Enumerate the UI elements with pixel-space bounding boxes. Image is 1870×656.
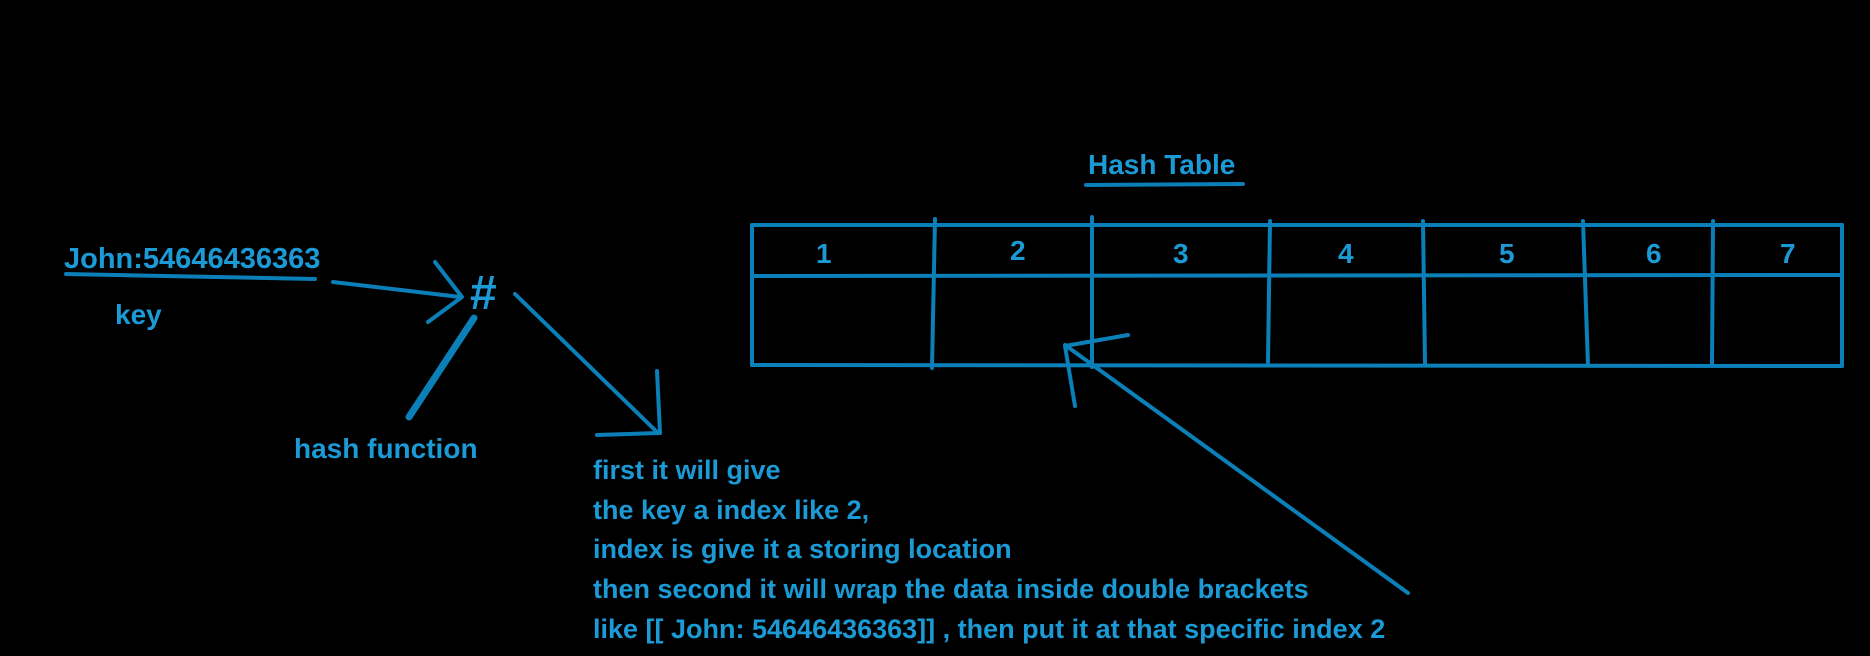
column-divider	[930, 217, 937, 370]
key-underline	[64, 272, 317, 281]
column-divider	[1421, 219, 1427, 366]
table-header-divider	[750, 273, 1844, 278]
arrow-note-to-index-2	[1063, 343, 1410, 595]
arrow-note-to-index-2-head	[1063, 333, 1130, 408]
hash-symbol: #	[470, 267, 497, 320]
column-number: 1	[816, 238, 832, 269]
column-number: 7	[1780, 238, 1796, 269]
note-line: like [[ John: 54646436363]] , then put i…	[593, 614, 1386, 644]
note-line: the key a index like 2,	[593, 495, 870, 525]
column-number: 5	[1499, 238, 1515, 269]
column-number: 2	[1010, 235, 1026, 266]
arrow-key-to-hash	[331, 280, 462, 299]
key-label: key	[115, 299, 162, 330]
key-value-text: John:54646436363	[64, 243, 321, 275]
column-number: 3	[1173, 238, 1189, 269]
hash-table-title: Hash Table	[1088, 149, 1236, 180]
note-line: then second it will wrap the data inside…	[593, 574, 1309, 604]
column-number: 4	[1338, 238, 1354, 269]
hash-function-label: hash function	[294, 433, 478, 464]
column-number: 6	[1646, 238, 1662, 269]
hash-function-pointer	[405, 314, 478, 421]
column-divider	[1266, 219, 1272, 364]
table-bottom-border	[750, 363, 1844, 368]
arrow-hash-to-note	[513, 292, 659, 434]
arrow-key-to-hash-head	[426, 260, 464, 324]
title-underline	[1084, 182, 1245, 187]
note-line: first it will give	[593, 455, 781, 485]
column-divider	[1581, 219, 1590, 368]
arrow-hash-to-note-head	[595, 369, 662, 437]
column-divider	[1710, 219, 1715, 367]
note-line: index is give it a storing location	[593, 534, 1012, 564]
